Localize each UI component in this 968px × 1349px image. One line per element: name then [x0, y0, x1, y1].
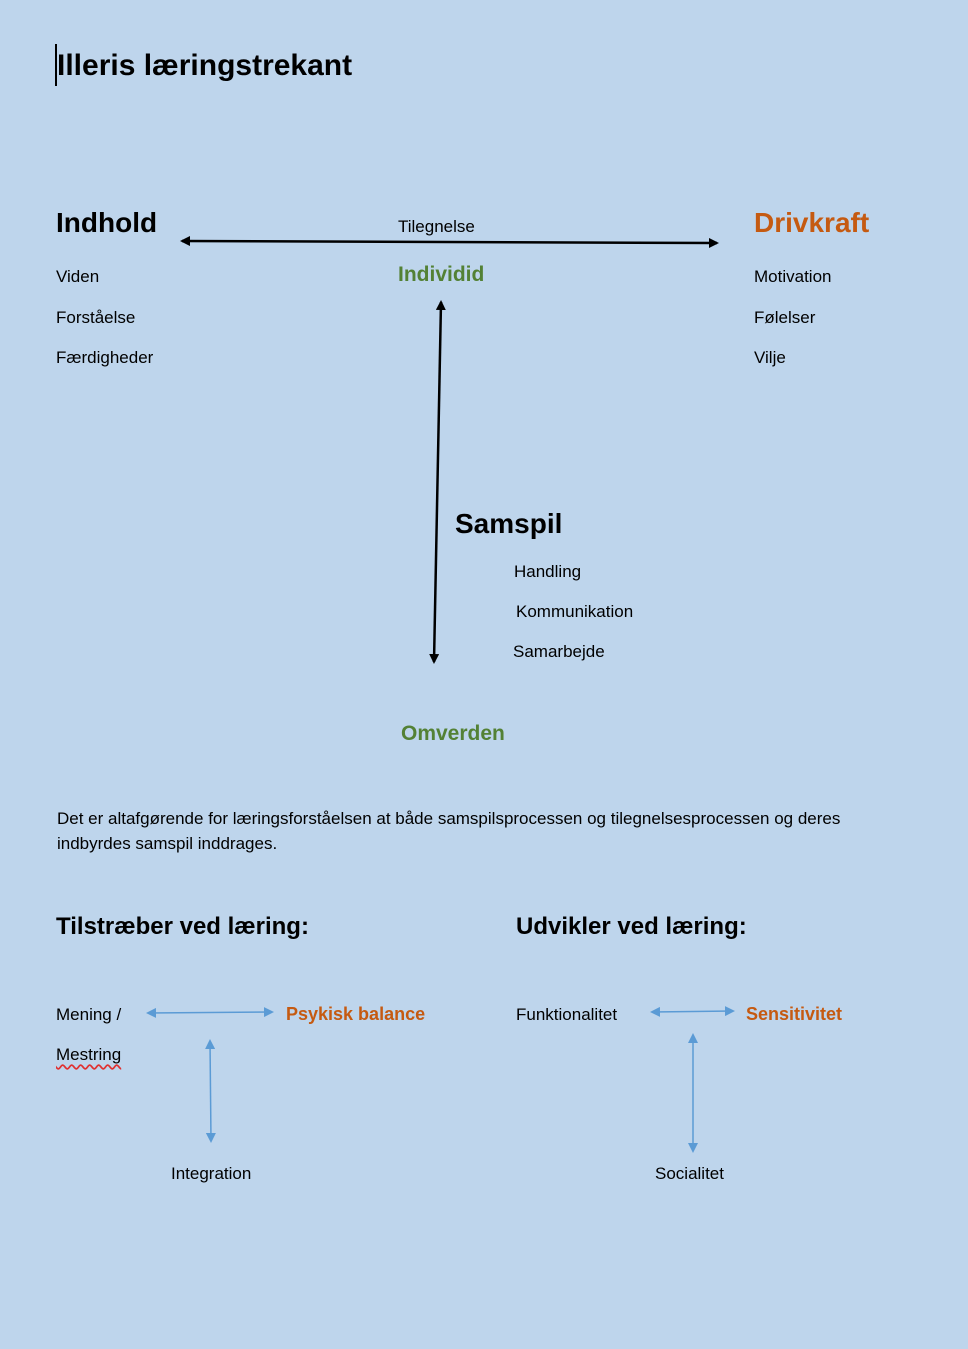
arrow-individual-environment: [429, 300, 446, 664]
drive-item: Vilje: [754, 348, 786, 367]
develops-right: Sensitivitet: [746, 1004, 843, 1024]
strives-heading: Tilstræber ved læring:: [56, 913, 309, 940]
content-item: Forståelse: [56, 308, 136, 327]
strives-left-second: Mestring: [56, 1045, 122, 1064]
content-item: Viden: [56, 267, 100, 286]
strives-bottom: Integration: [171, 1164, 252, 1183]
interaction-item: Handling: [514, 562, 582, 581]
arrow-content-drive: [180, 236, 719, 248]
interaction-item: Kommunikation: [516, 602, 634, 621]
drive-item: Motivation: [754, 267, 832, 286]
interaction-item: Samarbejde: [513, 642, 605, 661]
acquisition-label: Tilegnelse: [398, 217, 475, 236]
arrow-strives-vertical: [205, 1039, 216, 1143]
text-cursor: [55, 44, 57, 86]
arrow-strives-horizontal: [146, 1007, 274, 1018]
strives-right: Psykisk balance: [286, 1004, 426, 1024]
develops-left: Funktionalitet: [516, 1005, 618, 1024]
develops-bottom: Socialitet: [655, 1164, 724, 1183]
arrow-develops-horizontal: [650, 1006, 735, 1017]
drive-item: Følelser: [754, 308, 816, 327]
develops-heading: Udvikler ved læring:: [516, 913, 747, 940]
individual-label: Individid: [398, 263, 485, 286]
content-heading: Indhold: [56, 207, 158, 238]
strives-left: Mening /: [56, 1005, 122, 1024]
content-item: Færdigheder: [56, 348, 154, 367]
body-paragraph: Det er altafgørende for læringsforståels…: [57, 809, 841, 853]
page-title: Illeris læringstrekant: [57, 49, 353, 82]
drive-heading: Drivkraft: [754, 207, 870, 238]
interaction-heading: Samspil: [455, 508, 563, 539]
environment-label: Omverden: [401, 722, 505, 745]
